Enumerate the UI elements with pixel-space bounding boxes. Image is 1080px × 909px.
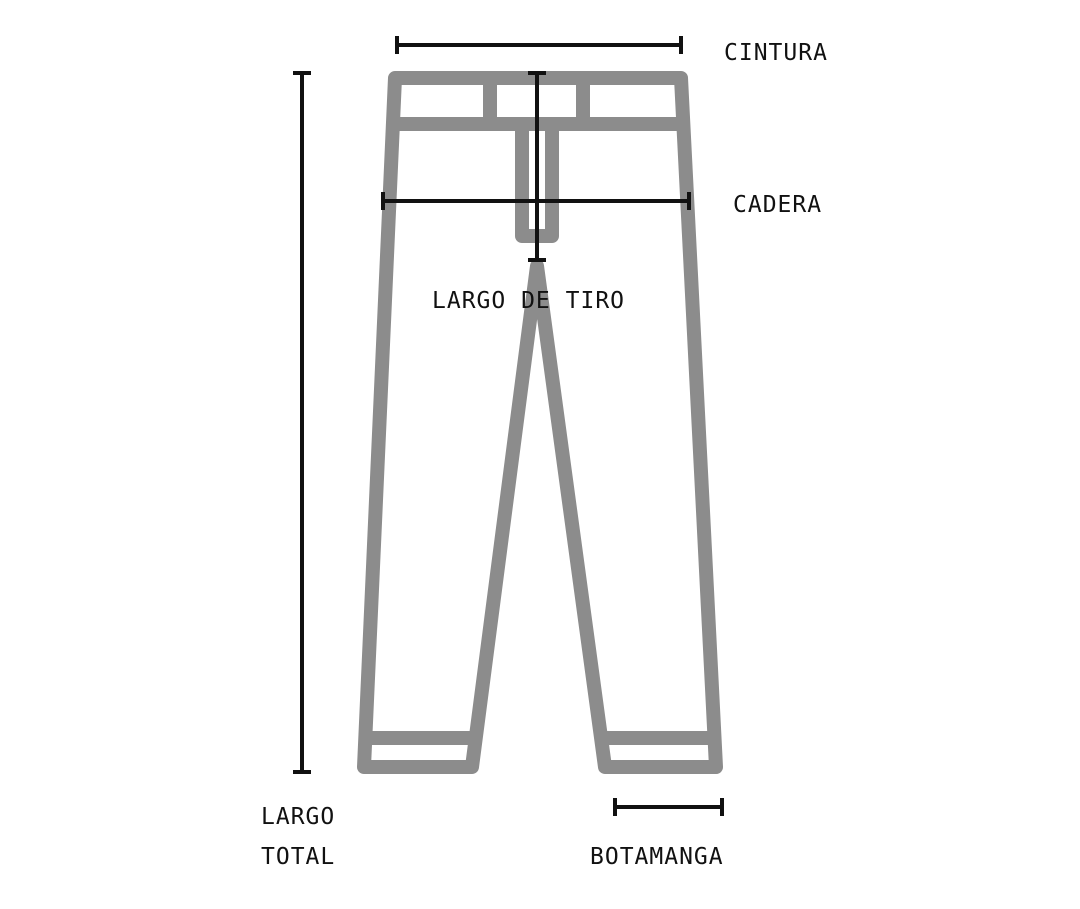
rise-measure-line (528, 71, 546, 262)
label-largo: LARGO (261, 804, 336, 830)
label-total: TOTAL (261, 844, 336, 870)
label-botamanga: BOTAMANGA (590, 844, 724, 870)
label-cintura: CINTURA (724, 40, 828, 66)
label-cadera: CADERA (733, 192, 823, 218)
waist-measure-line (395, 36, 683, 54)
pants-outline (357, 71, 723, 774)
hem-measure-line (613, 798, 724, 816)
total-length-measure-line (293, 71, 311, 774)
label-largo-de-tiro: LARGO DE TIRO (432, 288, 626, 314)
